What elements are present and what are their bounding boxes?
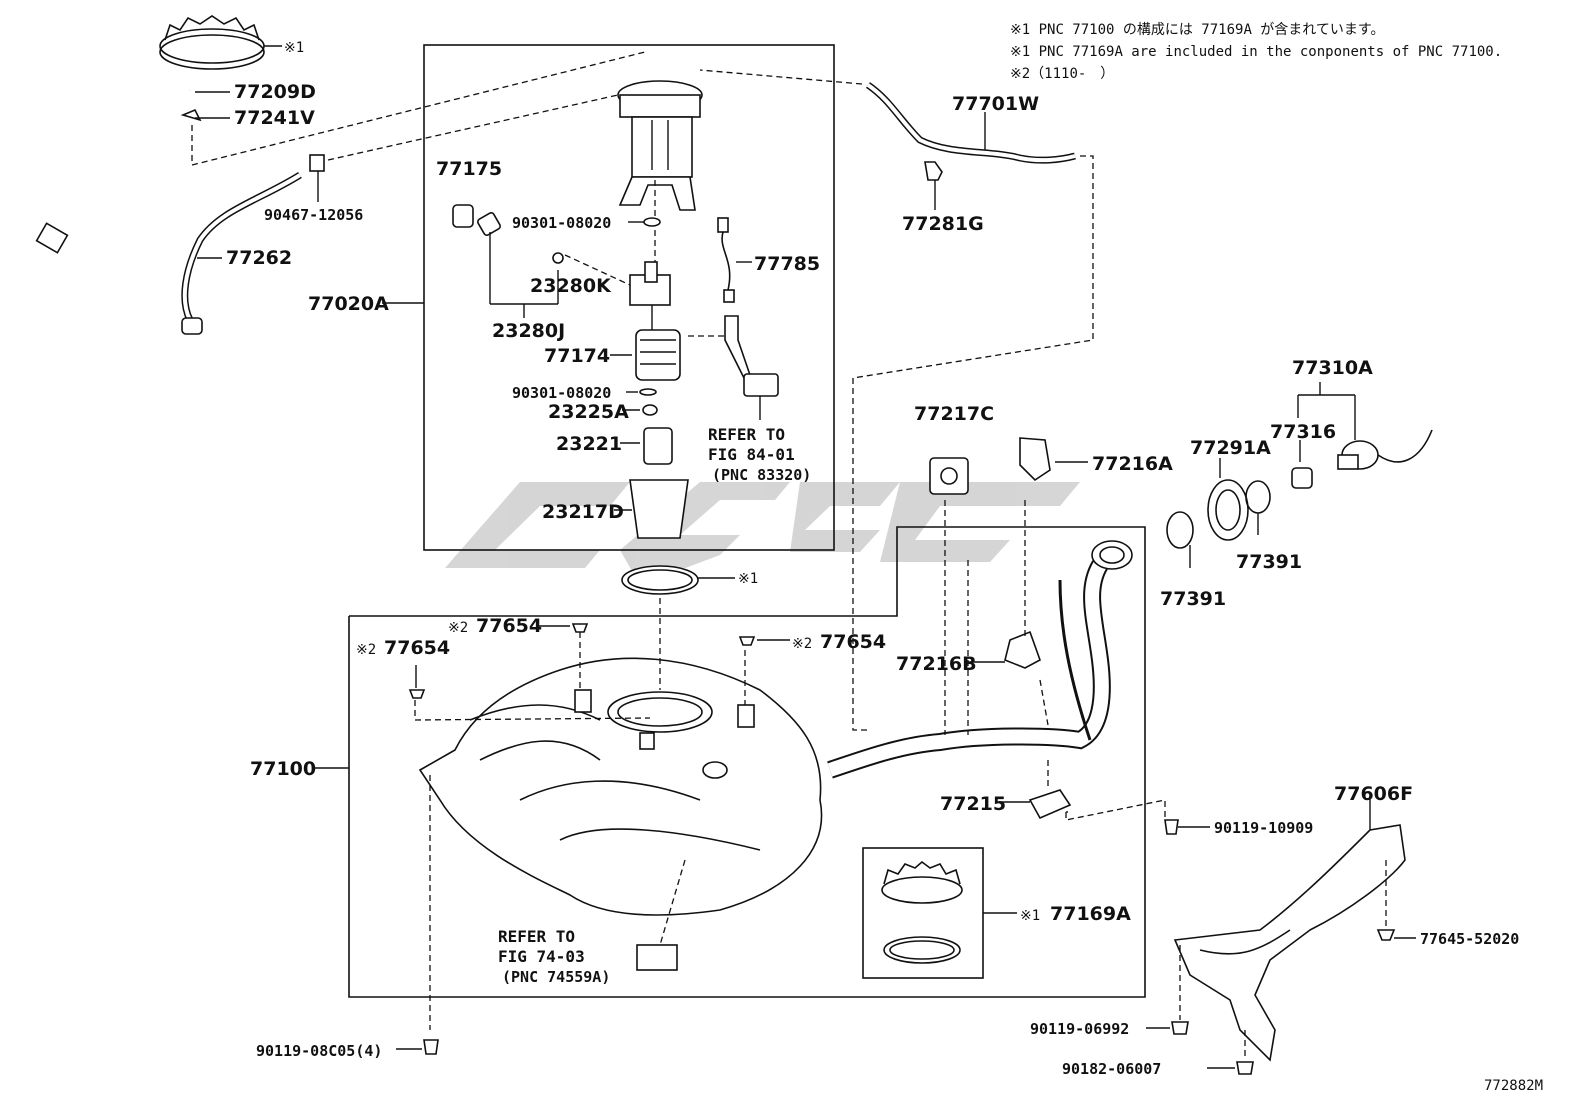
label-90301-08020-top: 90301-08020 [512, 214, 611, 232]
mark-77654-left: ※2 [356, 642, 376, 658]
gasket-kit-77169A-part [881, 860, 1017, 964]
label-90467-12056: 90467-12056 [264, 206, 363, 224]
label-77241V: 77241V [234, 107, 315, 129]
note-line-3: ※2（1110- ） [1010, 66, 1114, 82]
label-23225A: 23225A [548, 401, 629, 423]
figure-id: 772882M [1484, 1078, 1543, 1094]
label-77645-52020: 77645-52020 [1420, 930, 1519, 948]
filter-23280J-part [477, 212, 631, 318]
label-90301-08020-bottom: 90301-08020 [512, 384, 611, 402]
note-line-2: ※1 PNC 77169A are included in the conpon… [1010, 44, 1502, 60]
refer-fig84-line2: FIG 84-01 [708, 445, 795, 464]
label-90119-06992: 90119-06992 [1030, 1020, 1129, 1038]
label-23217D: 23217D [542, 501, 624, 523]
label-23221: 23221 [556, 433, 622, 455]
label-77174: 77174 [544, 345, 610, 367]
label-77310A: 77310A [1292, 357, 1373, 379]
fuel-pump-assembly-box [423, 44, 835, 551]
label-90182-06007: 90182-06007 [1062, 1060, 1161, 1078]
fuel-tank-77100-part [312, 598, 823, 1030]
label-77217C: 77217C [914, 403, 994, 425]
label-77391-left: 77391 [1160, 588, 1226, 610]
wire-77785-part [717, 217, 752, 303]
label-77391-right: 77391 [1236, 551, 1302, 573]
vent-hose-part [35, 51, 646, 254]
watermark-logo [445, 482, 1080, 585]
label-77316: 77316 [1270, 421, 1336, 443]
protector-77606F-part [1146, 796, 1416, 1075]
fuel-cap-77310A-part [1291, 382, 1433, 489]
gasket-ring-part [621, 565, 735, 595]
label-77216B: 77216B [896, 653, 977, 675]
note-line-1: ※1 PNC 77100 の構成には 77169A が含まれています。 [1010, 22, 1384, 38]
mark-ring-top: ※1 [284, 40, 304, 56]
label-77209D: 77209D [234, 81, 316, 103]
fuel-tank-box [348, 526, 1146, 998]
refer-fig74-line1: REFER TO [498, 927, 575, 946]
mark-77654-center: ※2 [448, 620, 468, 636]
mark-77654-right: ※2 [792, 636, 812, 652]
refer-fig84-line3: (PNC 83320) [712, 466, 811, 484]
refer-fig84-line1: REFER TO [708, 425, 785, 444]
label-77291A: 77291A [1190, 437, 1271, 459]
label-77606F: 77606F [1334, 783, 1413, 805]
label-77020A: 77020A [308, 293, 389, 315]
label-77216A: 77216A [1092, 453, 1173, 475]
label-77262: 77262 [226, 247, 292, 269]
label-77281G: 77281G [902, 213, 984, 235]
label-77215: 77215 [940, 793, 1006, 815]
label-77654-center: 77654 [476, 615, 542, 637]
label-77654-left: 77654 [384, 637, 450, 659]
label-77785: 77785 [754, 253, 820, 275]
pump-77174-part [610, 261, 689, 539]
mark-77169A: ※1 [1020, 908, 1040, 924]
label-23280K: 23280K [530, 275, 612, 297]
label-77100: 77100 [250, 758, 316, 780]
label-77175: 77175 [436, 158, 502, 180]
fuel-pump-module-part [617, 80, 703, 270]
clip-77654-parts [408, 623, 790, 699]
hose-77262-part [181, 89, 641, 335]
refer-fig74-line2: FIG 74-03 [498, 947, 585, 966]
breather-hose-77701W-part [699, 69, 1094, 731]
label-77701W: 77701W [952, 93, 1039, 115]
grommet-77175-part [452, 204, 474, 228]
mark-gasket: ※1 [738, 571, 758, 587]
refer-fig74-line3: (PNC 74559A) [502, 968, 610, 986]
retainer-ring-part [159, 15, 282, 70]
label-77654-right: 77654 [820, 631, 886, 653]
label-77169A: 77169A [1050, 903, 1131, 925]
label-90119-08C05: 90119-08C05(4) [256, 1042, 382, 1060]
bolt-parts [396, 811, 1210, 1055]
label-90119-10909: 90119-10909 [1214, 819, 1313, 837]
filler-neck-part [827, 437, 1166, 821]
adapter-77291A-part [1166, 458, 1271, 568]
label-23280J: 23280J [492, 320, 565, 342]
float-arm-part [688, 315, 779, 420]
